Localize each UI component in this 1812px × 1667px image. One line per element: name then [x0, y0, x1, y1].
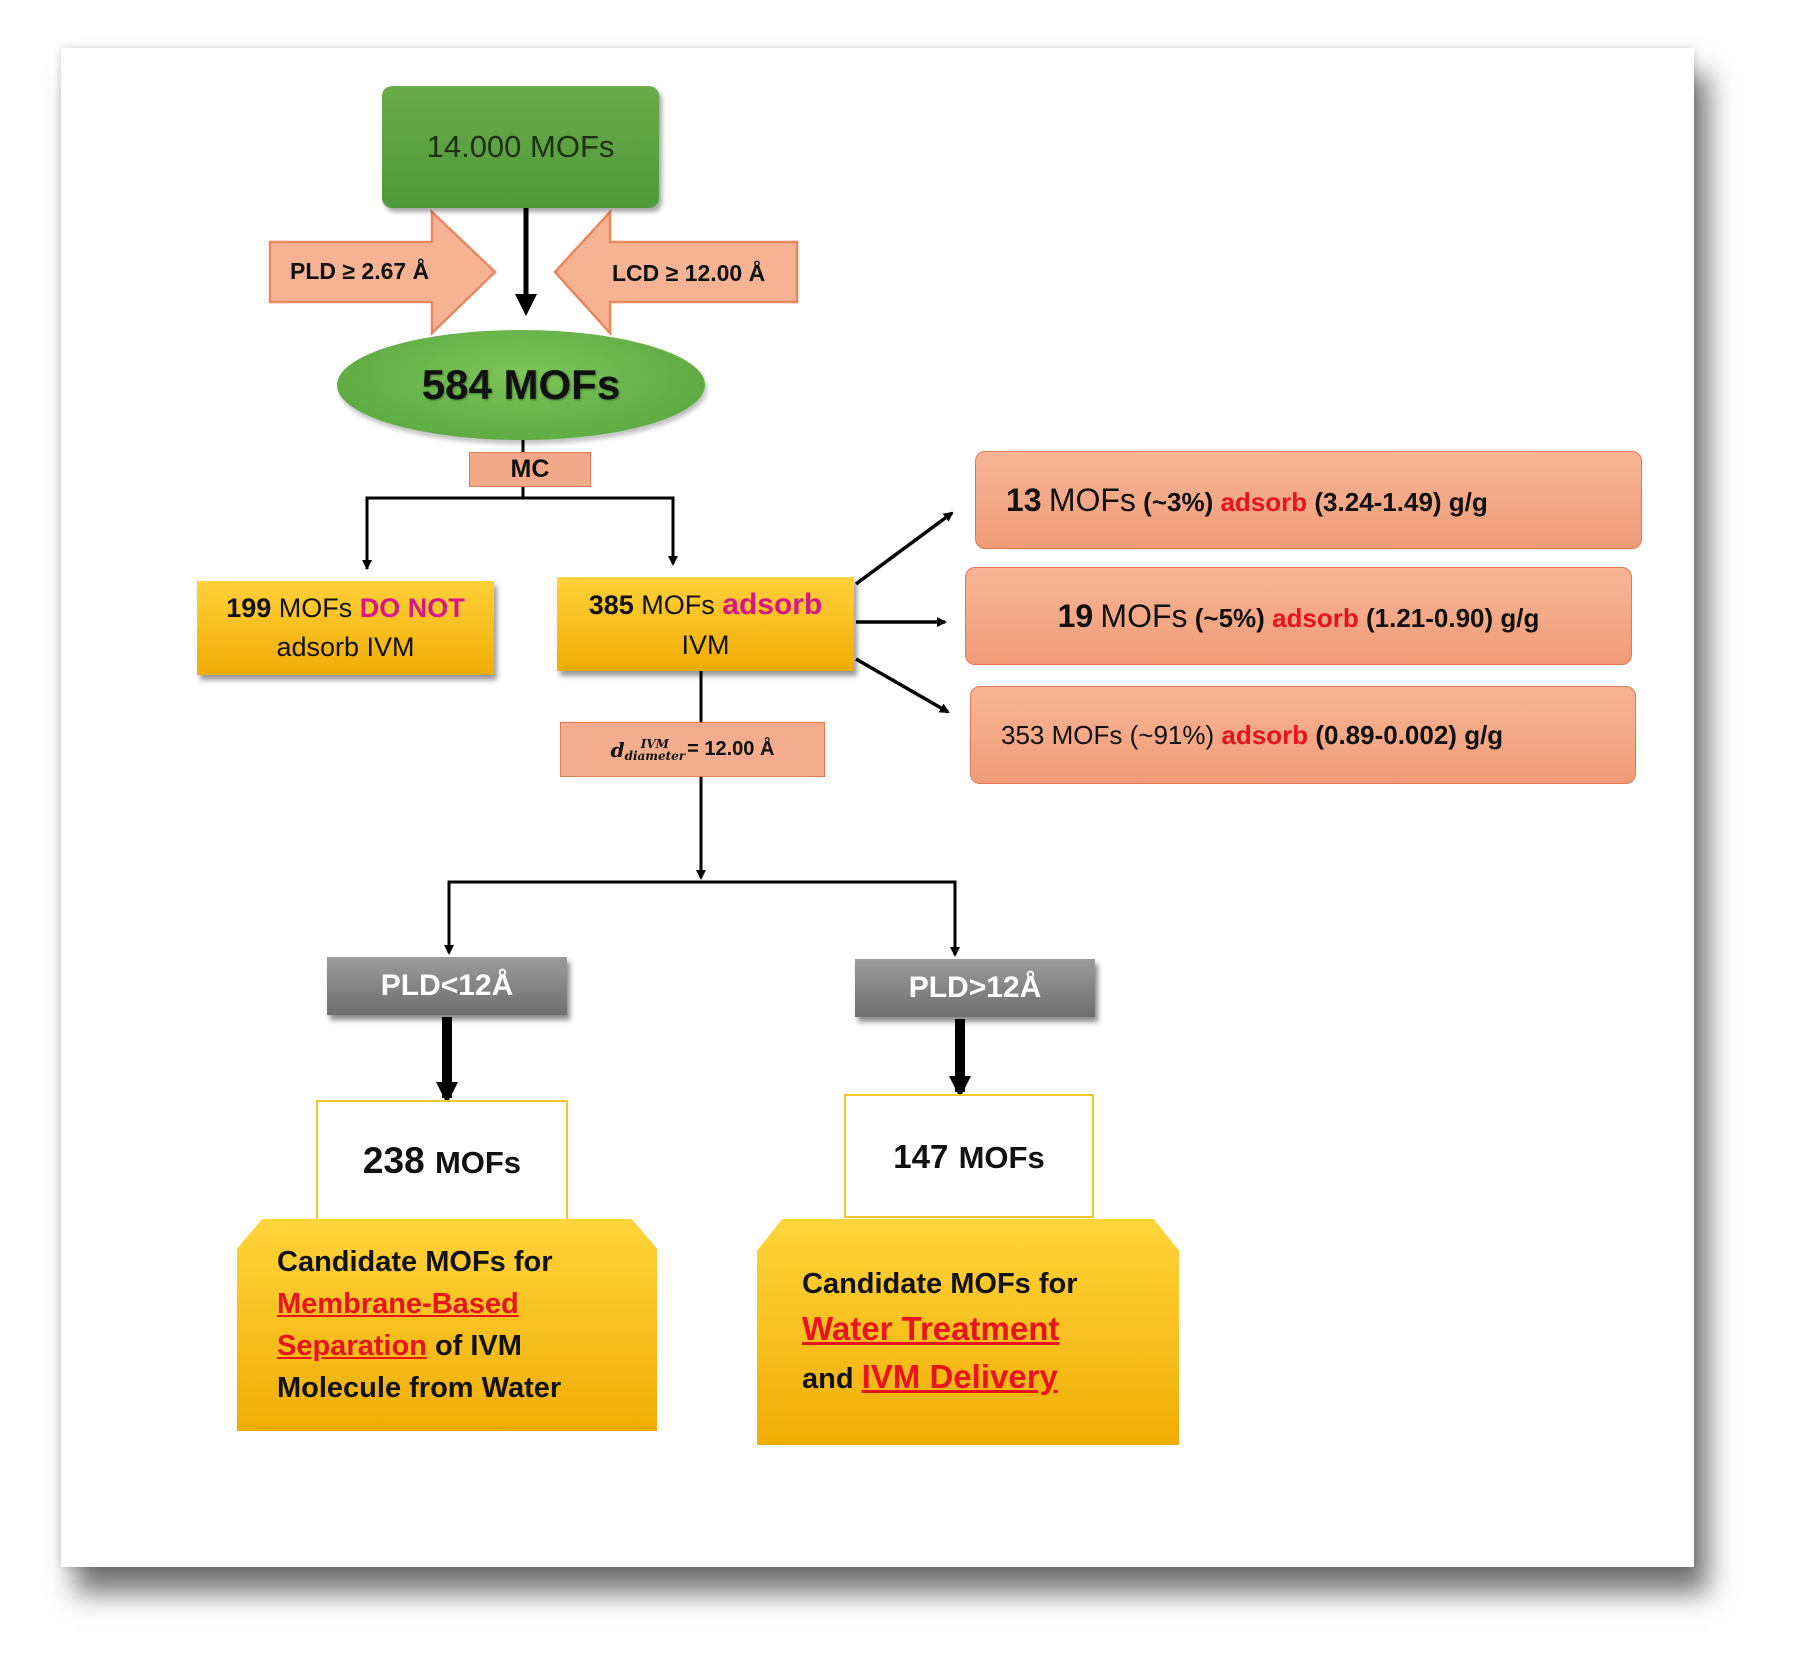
- result-1-count: 13: [1006, 481, 1042, 518]
- method-label: MC: [469, 452, 591, 487]
- filter-right-label: LCD ≥ 12.00 Å: [612, 260, 766, 286]
- right-cand-and: and: [802, 1363, 854, 1396]
- right-cand-link2: IVM Delivery: [861, 1358, 1058, 1396]
- screened-node: 584 MOFs: [337, 330, 705, 440]
- right-cand-link1: Water Treatment: [802, 1310, 1060, 1348]
- result-1-range: (3.24-1.49) g/g: [1314, 486, 1488, 517]
- result-3-verb: adsorb: [1221, 719, 1309, 750]
- result-2-count: 19: [1057, 597, 1094, 634]
- result-3-range: (0.89-0.002) g/g: [1315, 719, 1504, 750]
- result-arrow-1: [854, 511, 954, 586]
- pld-less-node: PLD<12Å: [327, 957, 567, 1015]
- adsorb-count: 385: [588, 589, 634, 620]
- left-cand-prefix: Candidate MOFs for: [277, 1245, 553, 1278]
- left-cand-suffix: of IVM Molecule from Water: [277, 1330, 562, 1405]
- result-2-verb: adsorb: [1272, 602, 1359, 633]
- no-adsorb-count: 199: [226, 592, 272, 623]
- right-count: 147: [893, 1138, 949, 1175]
- pld-greater-node: PLD>12Å: [855, 959, 1095, 1017]
- no-adsorb-node: 199 MOFs DO NOT adsorb IVM: [197, 581, 494, 675]
- result-2-range: (1.21-0.90) g/g: [1365, 602, 1540, 633]
- adsorb-mofs: MOFs: [641, 589, 715, 620]
- result-3-mofs: MOFs: [1051, 719, 1123, 750]
- no-adsorb-highlight: DO NOT: [359, 592, 465, 623]
- left-count: 238: [362, 1140, 425, 1181]
- result-1-mofs: MOFs: [1048, 481, 1136, 518]
- adsorb-rest: IVM: [681, 630, 730, 661]
- no-adsorb-rest: adsorb IVM: [276, 632, 415, 662]
- ivm-sub: diameter: [624, 748, 686, 763]
- right-mofs: MOFs: [958, 1140, 1045, 1175]
- result-2-mofs: MOFs: [1100, 597, 1188, 634]
- filter-arrow-left: [268, 209, 497, 336]
- mc-split: [365, 496, 675, 569]
- right-candidate-node: Candidate MOFs for Water Treatment and I…: [757, 1219, 1179, 1445]
- left-candidate-node: Candidate MOFs for Membrane-Based Separa…: [237, 1219, 657, 1431]
- adsorb-highlight: adsorb: [722, 587, 823, 621]
- left-cand-link: Membrane-Based Separation: [277, 1287, 519, 1362]
- result-2: 19 MOFs (~5%) adsorb (1.21-0.90) g/g: [965, 567, 1632, 665]
- right-count-node: 147 MOFs: [844, 1094, 1094, 1218]
- result-arrow-3: [855, 657, 950, 714]
- left-mofs: MOFs: [434, 1145, 522, 1180]
- result-3-count: 353: [1001, 719, 1045, 750]
- result-1: 13 MOFs (~3%) adsorb (3.24-1.49) g/g: [975, 451, 1642, 549]
- result-2-pct: (~5%): [1194, 602, 1265, 633]
- result-1-pct: (~3%): [1143, 486, 1214, 517]
- result-1-verb: adsorb: [1220, 486, 1308, 517]
- ivm-sup: IVM: [640, 736, 669, 751]
- result-3-pct: (~91%): [1129, 719, 1215, 750]
- filter-arrow-right: [553, 208, 799, 337]
- right-cand-prefix: Candidate MOFs for: [802, 1268, 1078, 1301]
- no-adsorb-mofs: MOFs: [278, 592, 353, 623]
- pld-split: [447, 880, 957, 950]
- left-count-node: 238 MOFs: [316, 1100, 568, 1222]
- filter-left-label: PLD ≥ 2.67 Å: [290, 258, 430, 284]
- start-node: 14.000 MOFs: [382, 86, 659, 208]
- ivm-value: = 12.00 Å: [687, 738, 775, 760]
- ivm-d: d: [610, 737, 625, 762]
- adsorb-node: 385 MOFs adsorb IVM: [557, 577, 854, 671]
- result-3: 353 MOFs (~91%) adsorb (0.89-0.002) g/g: [970, 686, 1636, 784]
